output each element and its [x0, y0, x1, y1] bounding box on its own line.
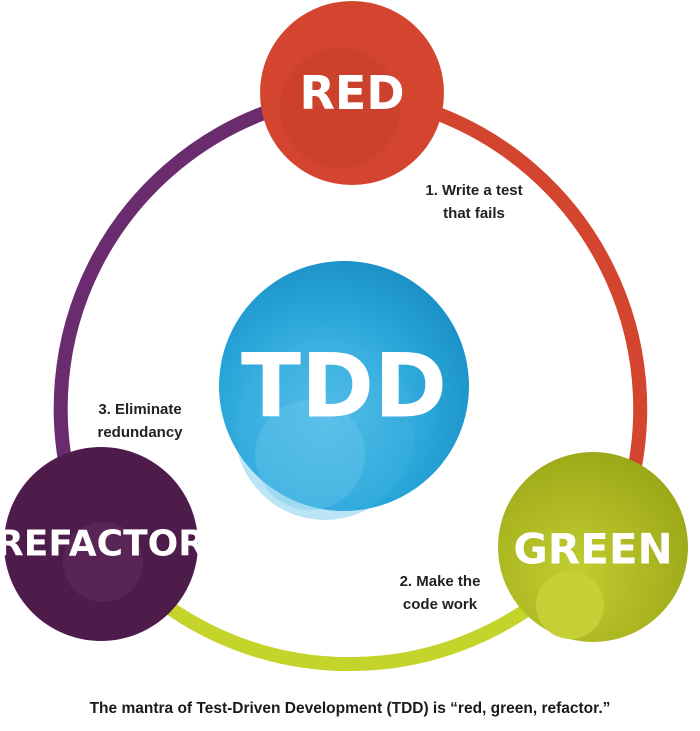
refactor-node: REFACTOR	[0, 447, 206, 641]
step-2-line-1: 2. Make the	[400, 573, 481, 590]
arc-green-to-refactor	[155, 595, 544, 672]
diagram-caption: The mantra of Test-Driven Development (T…	[89, 700, 611, 717]
arc-red-to-green	[433, 106, 648, 494]
step-3-line-1: 3. Eliminate	[98, 401, 181, 418]
tdd-center-node: TDD	[219, 261, 469, 520]
red-node: RED	[260, 1, 444, 185]
arc-refactor-to-red	[53, 106, 267, 494]
green-node: GREEN	[498, 452, 688, 642]
step-2-line-2: code work	[403, 596, 478, 613]
green-node-label: GREEN	[513, 525, 672, 574]
step-1-line-2: that fails	[443, 205, 505, 222]
refactor-node-label: REFACTOR	[0, 524, 206, 565]
red-node-label: RED	[299, 66, 404, 120]
tdd-center-label: TDD	[241, 335, 447, 438]
step-3-line-2: redundancy	[97, 424, 183, 441]
step-1-line-1: 1. Write a test	[425, 182, 522, 199]
